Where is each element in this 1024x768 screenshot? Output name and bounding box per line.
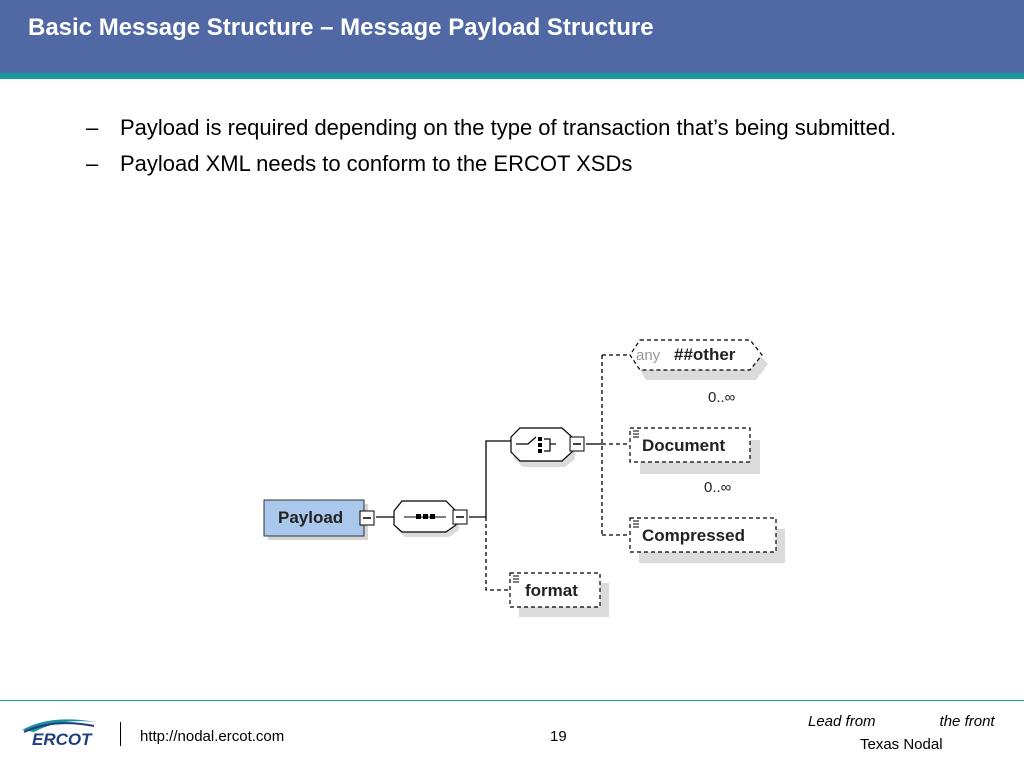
bullet-list: – Payload is required depending on the t… [86, 112, 946, 184]
document-element: Document 0..∞ [629, 427, 760, 496]
footer-tagline: Lead from the front [808, 713, 995, 730]
footer-rule [0, 700, 1024, 701]
compressed-label: Compressed [642, 526, 745, 545]
format-attribute: format [509, 572, 609, 617]
any-cardinality: 0..∞ [708, 389, 736, 406]
any-prefix: any [636, 347, 661, 364]
document-cardinality: 0..∞ [704, 479, 732, 496]
sequence-compositor [393, 500, 468, 537]
bullet-marker: – [86, 115, 99, 140]
document-icon [633, 430, 639, 438]
bullet-marker: – [86, 151, 99, 176]
logo-text: ERCOT [32, 730, 93, 749]
compressed-icon [633, 520, 639, 528]
bullet-text: Payload is required depending on the typ… [120, 115, 897, 140]
tagline-part1: Lead from [808, 713, 876, 730]
title-bar: Basic Message Structure – Message Payloa… [0, 0, 1024, 73]
payload-label: Payload [278, 508, 343, 527]
footer-divider [120, 722, 121, 746]
footer-url: http://nodal.ercot.com [140, 728, 285, 745]
any-namespace: ##other [674, 345, 736, 364]
footer-texas-nodal: Texas Nodal [860, 736, 943, 753]
compressed-element: Compressed [629, 517, 785, 563]
page-number: 19 [550, 728, 567, 745]
slide-title: Basic Message Structure – Message Payloa… [28, 14, 654, 41]
choice-compositor [510, 427, 585, 467]
bullet-text: Payload XML needs to conform to the ERCO… [120, 151, 633, 176]
any-other-element: any ##other 0..∞ [629, 339, 768, 406]
document-label: Document [642, 436, 725, 455]
bullet-item: – Payload XML needs to conform to the ER… [86, 148, 946, 179]
tagline-part2: the front [939, 713, 995, 730]
bullet-item: – Payload is required depending on the t… [86, 112, 946, 143]
title-accent-stripe [0, 73, 1024, 79]
format-icon [513, 575, 519, 583]
ercot-logo: ERCOT [22, 719, 96, 749]
payload-element: Payload [263, 499, 375, 540]
format-label: format [525, 581, 578, 600]
